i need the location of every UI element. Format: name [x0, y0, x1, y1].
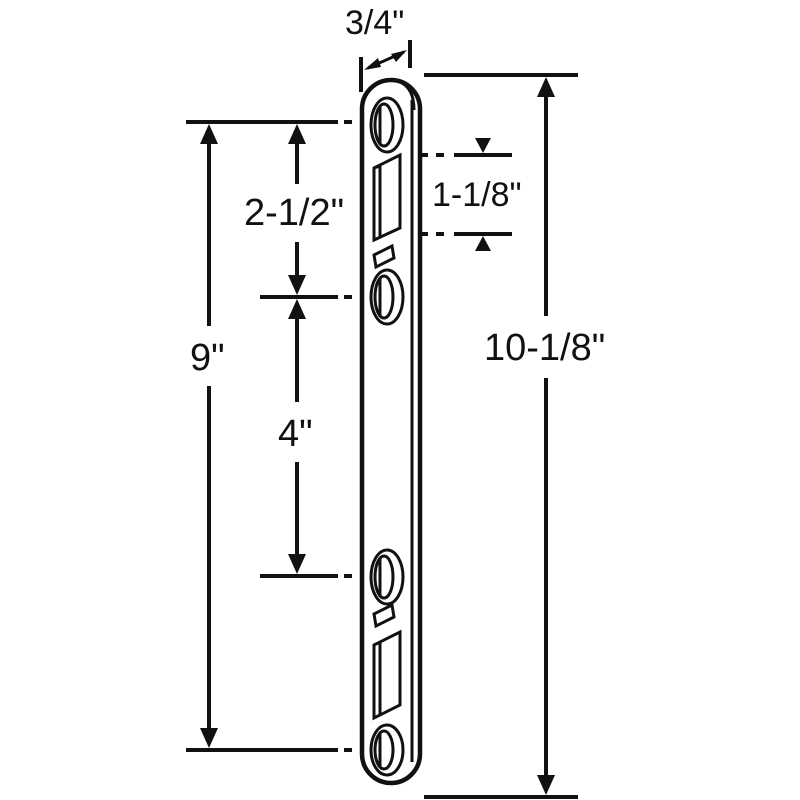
tab-bottom: [372, 602, 396, 629]
strike-plate: [359, 77, 423, 786]
mounting-hole-second: [369, 268, 405, 326]
mounting-hole-third: [369, 548, 405, 606]
top-hole-spacing-label: 2-1/2": [244, 192, 344, 234]
dimension-hole-span: 9": [186, 120, 362, 752]
width-label: 3/4": [345, 4, 404, 42]
dimension-overall-length: 10-1/8": [424, 73, 605, 799]
dimension-top-hole-spacing: 2-1/2": [244, 124, 362, 299]
slot-length-label: 1-1/8": [432, 176, 522, 214]
middle-hole-spacing-label: 4": [278, 413, 313, 455]
hole-span-label: 9": [190, 337, 225, 379]
dimension-middle-hole-spacing: 4": [260, 299, 362, 578]
slot-top: [372, 152, 402, 243]
dimension-slot-length: 1-1/8": [420, 138, 522, 251]
mounting-hole-bottom: [369, 723, 405, 777]
mounting-hole-top: [369, 96, 405, 154]
overall-length-label: 10-1/8": [484, 327, 605, 369]
dimension-width: 3/4": [345, 4, 412, 92]
tab-top: [372, 243, 396, 270]
slot-bottom: [372, 629, 402, 721]
